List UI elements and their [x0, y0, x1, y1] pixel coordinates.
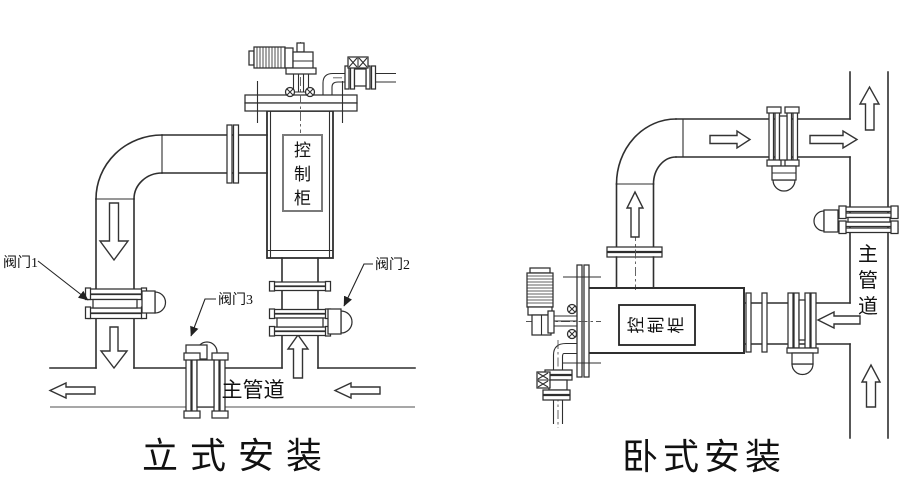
control-cabinet-char: 制	[294, 165, 311, 184]
inlet-valve	[786, 292, 819, 376]
flow-arrow-left-out	[48, 381, 96, 400]
valve-actuator	[772, 179, 796, 192]
pipe-flange	[232, 124, 240, 184]
top-flange	[244, 102, 358, 112]
valve-2	[268, 280, 353, 337]
valve-actuator	[813, 210, 825, 232]
pipe-flange	[606, 251, 663, 258]
valve-1	[84, 287, 167, 320]
pipe-flange	[761, 292, 768, 353]
control-cabinet-box	[282, 134, 323, 212]
valve-actuator	[154, 291, 167, 314]
top-flange	[244, 94, 358, 104]
bolt-symbol	[304, 86, 316, 98]
right-motor	[526, 267, 601, 340]
right-main-pipeline: 主 管 道	[849, 71, 889, 439]
right-vessel: 控 制 柜	[584, 287, 745, 354]
left-main-pipeline	[49, 367, 416, 408]
control-cabinet-char: 控	[294, 141, 311, 160]
main-pipeline-char: 主	[858, 243, 878, 266]
left-motor	[248, 42, 317, 133]
valve3-leader	[190, 298, 216, 337]
bypass-valve	[813, 205, 899, 235]
left-outlet-piping	[95, 124, 268, 369]
pipe-flange	[226, 124, 233, 184]
valve2-leader	[343, 263, 373, 307]
control-cabinet-box	[618, 304, 696, 346]
valve-actuator	[340, 310, 353, 334]
control-cabinet-char: 柜	[667, 317, 686, 334]
bolt-symbol	[566, 328, 578, 340]
right-drain-pipe	[536, 340, 577, 428]
valve-actuator	[791, 363, 814, 376]
left-labels: 阀门1 阀门3 阀门2 主管道	[3, 255, 410, 402]
flow-arrow-right-1	[709, 129, 752, 150]
control-cabinet-char: 控	[627, 317, 646, 334]
flow-arrow-left-inlet	[816, 310, 861, 330]
pipe-flange	[745, 292, 752, 353]
right-caption: 卧式安装	[622, 437, 786, 477]
control-cabinet-char: 柜	[294, 189, 311, 208]
left-drain-pipe	[322, 56, 396, 95]
left-vessel: 控 制 柜	[244, 81, 358, 259]
outlet-valve	[766, 106, 800, 192]
bolt-symbol	[566, 303, 578, 315]
flow-arrow-down-2	[99, 326, 129, 370]
flow-arrow-up-leg	[625, 190, 645, 238]
main-pipeline-label: 主管道	[222, 378, 285, 402]
left-caption: 立式安装	[142, 436, 334, 476]
main-pipeline-char: 管	[858, 269, 878, 292]
valve1-label: 阀门1	[3, 255, 38, 271]
right-diagram: 主 管 道	[526, 71, 899, 477]
valve3-label: 阀门3	[218, 292, 253, 308]
right-vessel-flange	[563, 264, 601, 378]
flow-arrow-up-main-bottom	[860, 363, 882, 408]
flow-arrow-up-inlet	[286, 333, 310, 379]
flow-arrow-left-in	[333, 381, 381, 400]
left-diagram: 控 制 柜	[3, 42, 416, 476]
valve2-label: 阀门2	[375, 257, 410, 273]
right-outlet-piping	[606, 118, 851, 290]
control-cabinet-char: 制	[647, 317, 666, 334]
valve1-leader	[37, 260, 89, 301]
bolt-symbol	[284, 86, 296, 98]
pipe-flange	[606, 246, 663, 253]
flow-arrow-down-1	[98, 202, 130, 262]
drain-valve	[344, 56, 377, 90]
flow-arrow-right-2	[809, 129, 859, 150]
main-pipeline-char: 道	[858, 295, 878, 318]
valve-3	[183, 341, 229, 419]
flow-arrow-up-main-top	[858, 85, 881, 131]
drain-valve-solenoid	[536, 371, 551, 389]
